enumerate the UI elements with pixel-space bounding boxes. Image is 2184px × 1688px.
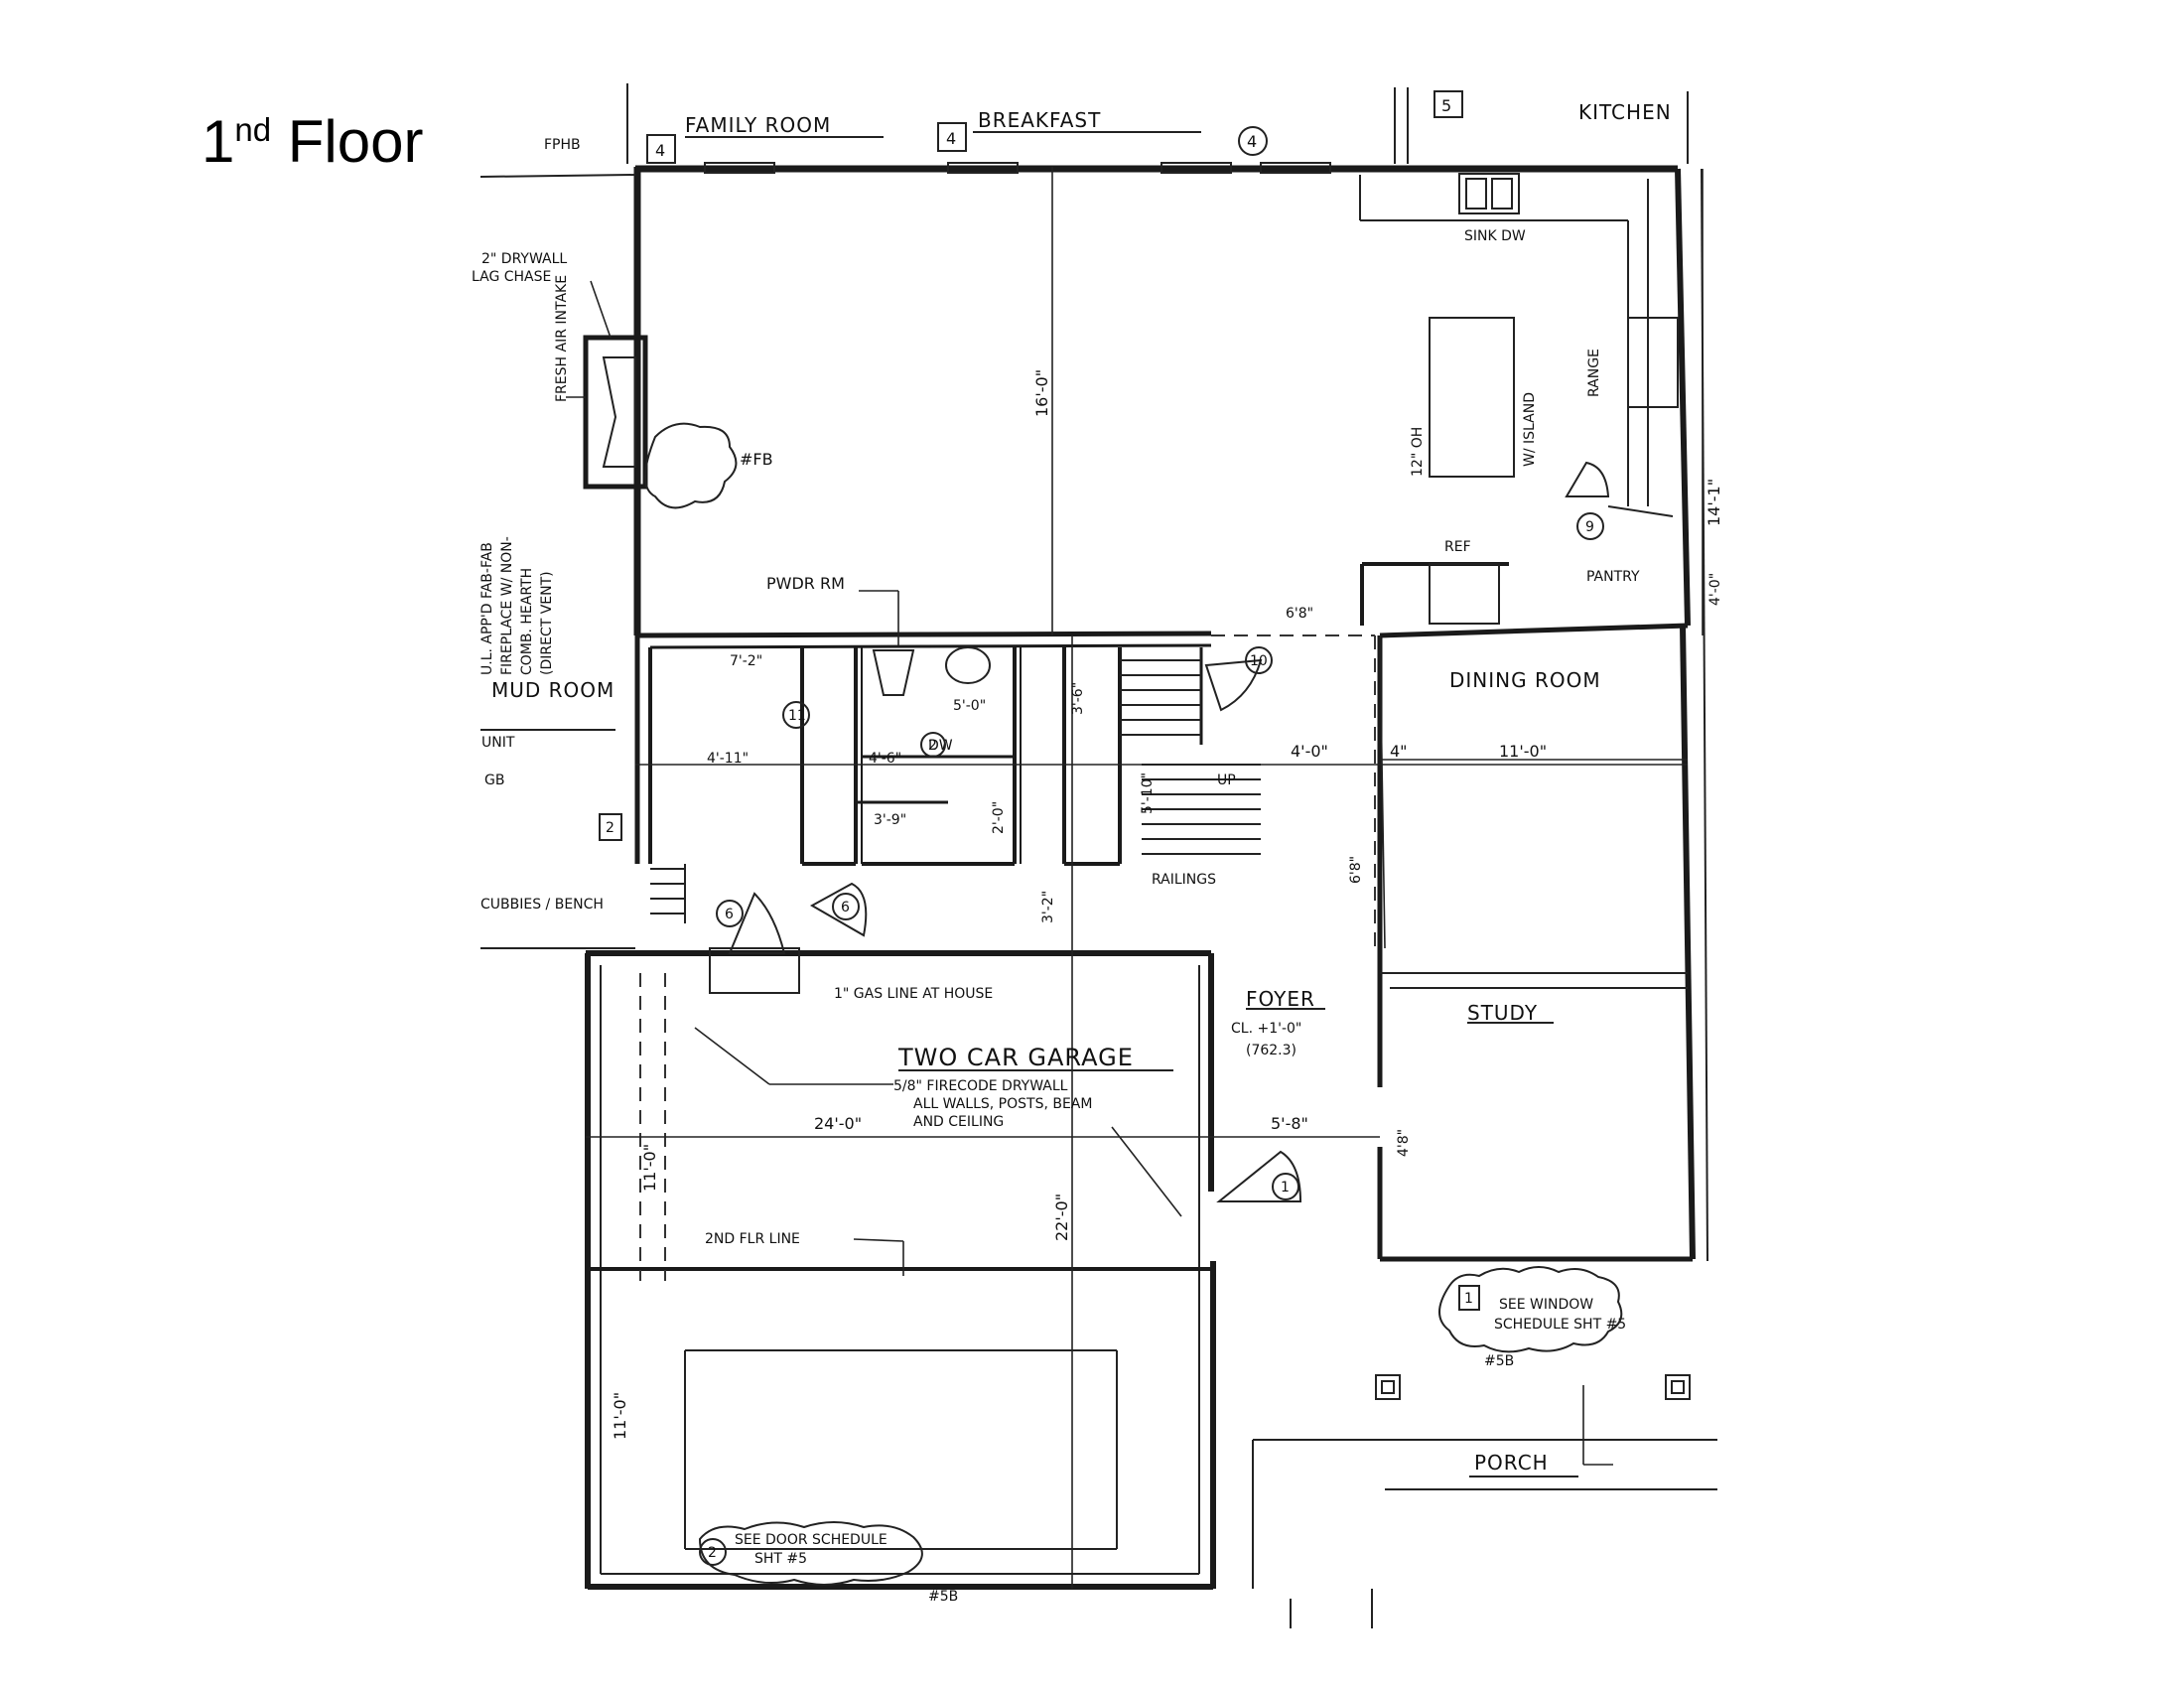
tag-2w: 2 [708, 1545, 717, 1561]
dim-22-0: 22'-0" [1052, 1194, 1071, 1241]
pantry-label: PANTRY [1586, 569, 1640, 585]
tag-2g: 2 [606, 820, 614, 836]
island-note-2: W/ ISLAND [1522, 392, 1538, 467]
dim-14-1: 14'-1" [1705, 479, 1723, 526]
up-note: UP [1217, 773, 1236, 788]
island-note-1: 12" OH [1410, 427, 1426, 477]
leaders [566, 280, 1613, 1466]
foyer-elev-note: (762.3) [1246, 1043, 1297, 1058]
dim-6-8: 6'8" [1286, 606, 1313, 622]
garage-note-1: 5/8" FIRECODE DRYWALL [893, 1078, 1068, 1094]
dim-7-2: 7'-2" [730, 653, 762, 669]
fireplace-note-2: FIREPLACE W/ NON- [499, 536, 515, 675]
foyer-ceiling-note: CL. +1'-0" [1231, 1021, 1301, 1037]
fixtures [583, 162, 1691, 1400]
fireplace-note-1: U.L. APP'D FAB-FAB [479, 542, 495, 675]
sink-dw-note: SINK DW [1464, 228, 1526, 244]
dim-24-0: 24'-0" [814, 1114, 862, 1133]
fireplace-ref: #FB [740, 450, 773, 469]
door-note-2: SHT #5 [754, 1551, 807, 1567]
stairs [1120, 659, 1261, 855]
dim-4-0-pantry: 4'-0" [1707, 573, 1723, 606]
tag-6a: 6 [725, 907, 734, 922]
tag-4b: 4 [946, 129, 956, 148]
porch-label: PORCH [1474, 1451, 1549, 1475]
dim-4-11: 4'-11" [707, 751, 749, 767]
garage-note-3: AND CEILING [913, 1114, 1004, 1130]
unit-note: UNIT [481, 735, 515, 751]
mud-room-label: MUD ROOM [491, 678, 614, 702]
drywall-chase-note-2: LAG CHASE [472, 269, 551, 285]
fireplace-note-4: (DIRECT VENT) [539, 571, 555, 675]
tag-5: 5 [1441, 96, 1451, 115]
dim-3-9: 3'-9" [874, 812, 906, 828]
dim-11-0-garage: 11'-0" [611, 1392, 629, 1440]
kitchen-label: KITCHEN [1578, 100, 1672, 124]
gb-note: GB [484, 773, 504, 788]
garage-note-2: ALL WALLS, POSTS, BEAM [913, 1096, 1092, 1112]
cloud-callouts [644, 422, 1623, 1586]
fresh-air-note: FRESH AIR INTAKE [554, 275, 570, 402]
window-note-2: SCHEDULE SHT #5 [1494, 1317, 1626, 1333]
dim-6-8b: 6'8" [1348, 856, 1364, 884]
dw-note: DW [928, 738, 953, 754]
tag-1f: 1 [1281, 1180, 1290, 1196]
pwdr-rm-label: PWDR RM [766, 574, 845, 593]
dim-11-0-dining: 11'-0" [1499, 742, 1547, 761]
dim-4-6: 4'-6" [869, 751, 901, 767]
dim-16-0: 16'-0" [1032, 369, 1051, 417]
dim-5-0: 5'-0" [953, 698, 986, 714]
doors [728, 461, 1610, 1202]
fphb-note: FPHB [544, 137, 581, 153]
dim-5-8: 5'-8" [1271, 1114, 1308, 1133]
notes: FPHB 2" DRYWALL LAG CHASE FRESH AIR INTA… [472, 137, 1626, 1605]
garage-label: TWO CAR GARAGE [897, 1044, 1134, 1071]
tag-10: 10 [1250, 653, 1268, 669]
tag-4a: 4 [655, 141, 665, 160]
dim-5-10: 5'-10" [1140, 773, 1156, 814]
fireplace-note-3: COMB. HEARTH [519, 568, 535, 675]
dim-4-0: 4'-0" [1291, 742, 1328, 761]
window-note-1: SEE WINDOW [1499, 1297, 1593, 1313]
interior-walls [636, 175, 1674, 923]
range-note: RANGE [1586, 349, 1602, 397]
gas-line-note: 1" GAS LINE AT HOUSE [834, 986, 993, 1002]
breakfast-label: BREAKFAST [978, 108, 1101, 132]
door-window-tags: 4 4 4 5 9 10 11 6 6 2 2 1 1 2 [599, 90, 1604, 1566]
flr-line-note: 2ND FLR LINE [705, 1231, 800, 1247]
railings-note: RAILINGS [1152, 872, 1216, 888]
family-room-label: FAMILY ROOM [685, 113, 831, 137]
tag-9: 9 [1585, 519, 1594, 535]
door-note-1: SEE DOOR SCHEDULE [735, 1532, 887, 1548]
door-ref: #5B [928, 1589, 958, 1605]
exterior-walls [479, 83, 1717, 1628]
dim-4-8: 4'8" [1396, 1129, 1412, 1157]
dashed-lines [639, 634, 1376, 1281]
dim-3-2: 3'-2" [1040, 891, 1056, 923]
room-labels: FAMILY ROOM BREAKFAST KITCHEN PWDR RM MU… [491, 100, 1672, 1477]
tag-1w: 1 [1464, 1291, 1473, 1307]
drywall-chase-note-1: 2" DRYWALL [481, 251, 567, 267]
cubby-note: CUBBIES / BENCH [480, 897, 604, 913]
dimension-text: 16'-0" 14'-1" 4'-0" 4'-0" 11'-0" 24'-0" … [611, 369, 1723, 1440]
tag-6b: 6 [841, 900, 850, 915]
dining-room-label: DINING ROOM [1449, 668, 1601, 692]
ref-note: REF [1444, 539, 1471, 555]
dim-3-6: 3'-6" [1070, 682, 1086, 715]
tag-4c: 4 [1247, 132, 1257, 151]
foyer-label: FOYER [1246, 987, 1315, 1011]
page-title: 1nd Floor [202, 108, 424, 175]
tag-2m: 2 [928, 738, 937, 754]
tag-11: 11 [788, 708, 806, 724]
window-ref: #5B [1484, 1353, 1514, 1369]
dim-4in: 4" [1390, 742, 1408, 761]
dim-2-0: 2'-0" [991, 801, 1007, 834]
dim-11-0-side: 11'-0" [640, 1144, 659, 1192]
study-label: STUDY [1467, 1001, 1538, 1025]
dimension-lines [586, 167, 1704, 1589]
